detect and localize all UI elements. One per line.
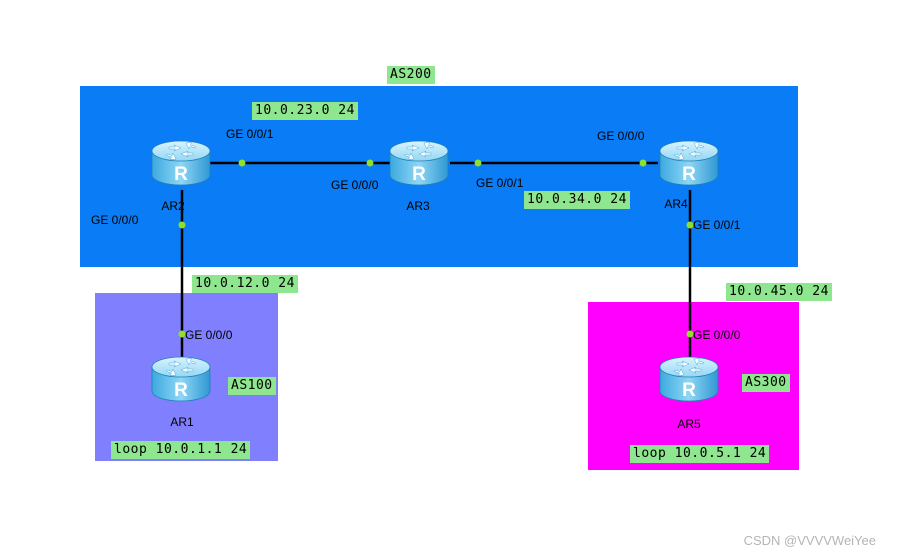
- router-name-ar5: AR5: [677, 417, 701, 431]
- port-dot: [474, 159, 482, 167]
- router-icon: R: [658, 355, 720, 405]
- watermark: CSDN @VVVVWeiYee: [743, 533, 876, 548]
- router-ar5[interactable]: R: [658, 355, 720, 405]
- router-icon: R: [150, 139, 212, 189]
- port-dot: [366, 159, 374, 167]
- as300-label: AS300: [742, 374, 790, 392]
- port-dot: [639, 159, 647, 167]
- as100-label: AS100: [228, 377, 276, 395]
- port-ar4-ge000: GE 0/0/0: [597, 129, 645, 143]
- port-ar3-ge001: GE 0/0/1: [476, 176, 524, 190]
- port-dot: [686, 330, 694, 338]
- svg-text:R: R: [682, 380, 696, 401]
- router-icon: R: [388, 139, 450, 189]
- svg-text:R: R: [412, 164, 426, 185]
- port-ar4-ge001: GE 0/0/1: [693, 218, 741, 232]
- router-name-ar2: AR2: [161, 199, 185, 213]
- svg-text:R: R: [174, 164, 188, 185]
- port-ar1-ge000: GE 0/0/0: [185, 328, 233, 342]
- port-ar5-ge000: GE 0/0/0: [693, 328, 741, 342]
- subnet-ar4-ar5: 10.0.45.0 24: [726, 283, 832, 301]
- subnet-ar3-ar4: 10.0.34.0 24: [524, 191, 630, 209]
- loopback-ar1: loop 10.0.1.1 24: [111, 441, 251, 459]
- router-ar1[interactable]: R: [150, 355, 212, 405]
- port-ar3-ge000: GE 0/0/0: [331, 178, 379, 192]
- port-dot: [686, 221, 694, 229]
- as200-label: AS200: [387, 66, 435, 84]
- port-dot: [238, 159, 246, 167]
- port-ar2-ge001: GE 0/0/1: [226, 127, 274, 141]
- router-ar4[interactable]: R: [658, 139, 720, 189]
- router-name-ar3: AR3: [406, 199, 430, 213]
- port-dot: [178, 221, 186, 229]
- svg-text:R: R: [174, 380, 188, 401]
- router-ar3[interactable]: R: [388, 139, 450, 189]
- port-ar2-ge000: GE 0/0/0: [91, 213, 139, 227]
- router-name-ar4: AR4: [664, 197, 688, 211]
- subnet-ar1-ar2: 10.0.12.0 24: [192, 275, 298, 293]
- port-dot: [178, 330, 186, 338]
- svg-text:R: R: [682, 164, 696, 185]
- router-icon: R: [150, 355, 212, 405]
- loopback-ar5: loop 10.0.5.1 24: [630, 445, 770, 463]
- router-name-ar1: AR1: [170, 415, 194, 429]
- subnet-ar2-ar3: 10.0.23.0 24: [252, 102, 358, 120]
- router-ar2[interactable]: R: [150, 139, 212, 189]
- router-icon: R: [658, 139, 720, 189]
